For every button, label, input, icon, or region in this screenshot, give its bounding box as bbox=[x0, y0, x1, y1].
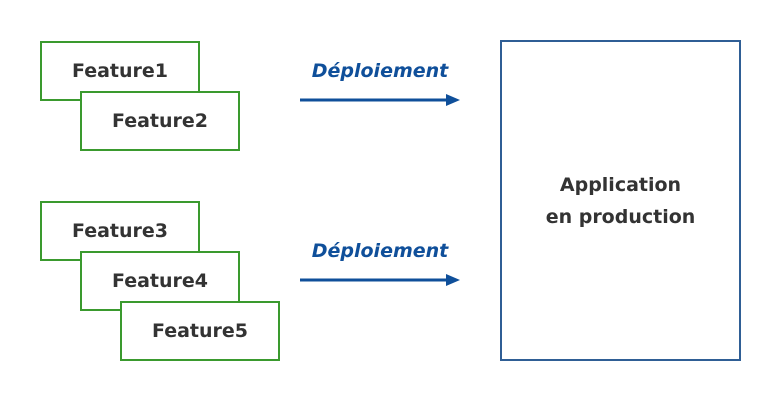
application-title-line1: Application bbox=[559, 173, 682, 196]
application-title-line2: en production bbox=[545, 205, 696, 228]
feature4-label: Feature4 bbox=[111, 270, 208, 292]
production-application-title: Application en production bbox=[546, 169, 696, 233]
feature3-label: Feature3 bbox=[71, 220, 168, 242]
feature5-box: Feature5 bbox=[120, 301, 280, 361]
deployment-label-1: Déploiement bbox=[311, 60, 449, 82]
feature5-label: Feature5 bbox=[151, 320, 248, 342]
deployment-arrow-1 bbox=[300, 94, 460, 106]
production-application-box: Application en production bbox=[500, 40, 741, 361]
deployment-arrow-2 bbox=[300, 274, 460, 286]
deployment-label-2: Déploiement bbox=[311, 240, 449, 262]
feature1-label: Feature1 bbox=[71, 60, 168, 82]
feature2-box: Feature2 bbox=[80, 91, 240, 151]
feature2-label: Feature2 bbox=[111, 110, 208, 132]
